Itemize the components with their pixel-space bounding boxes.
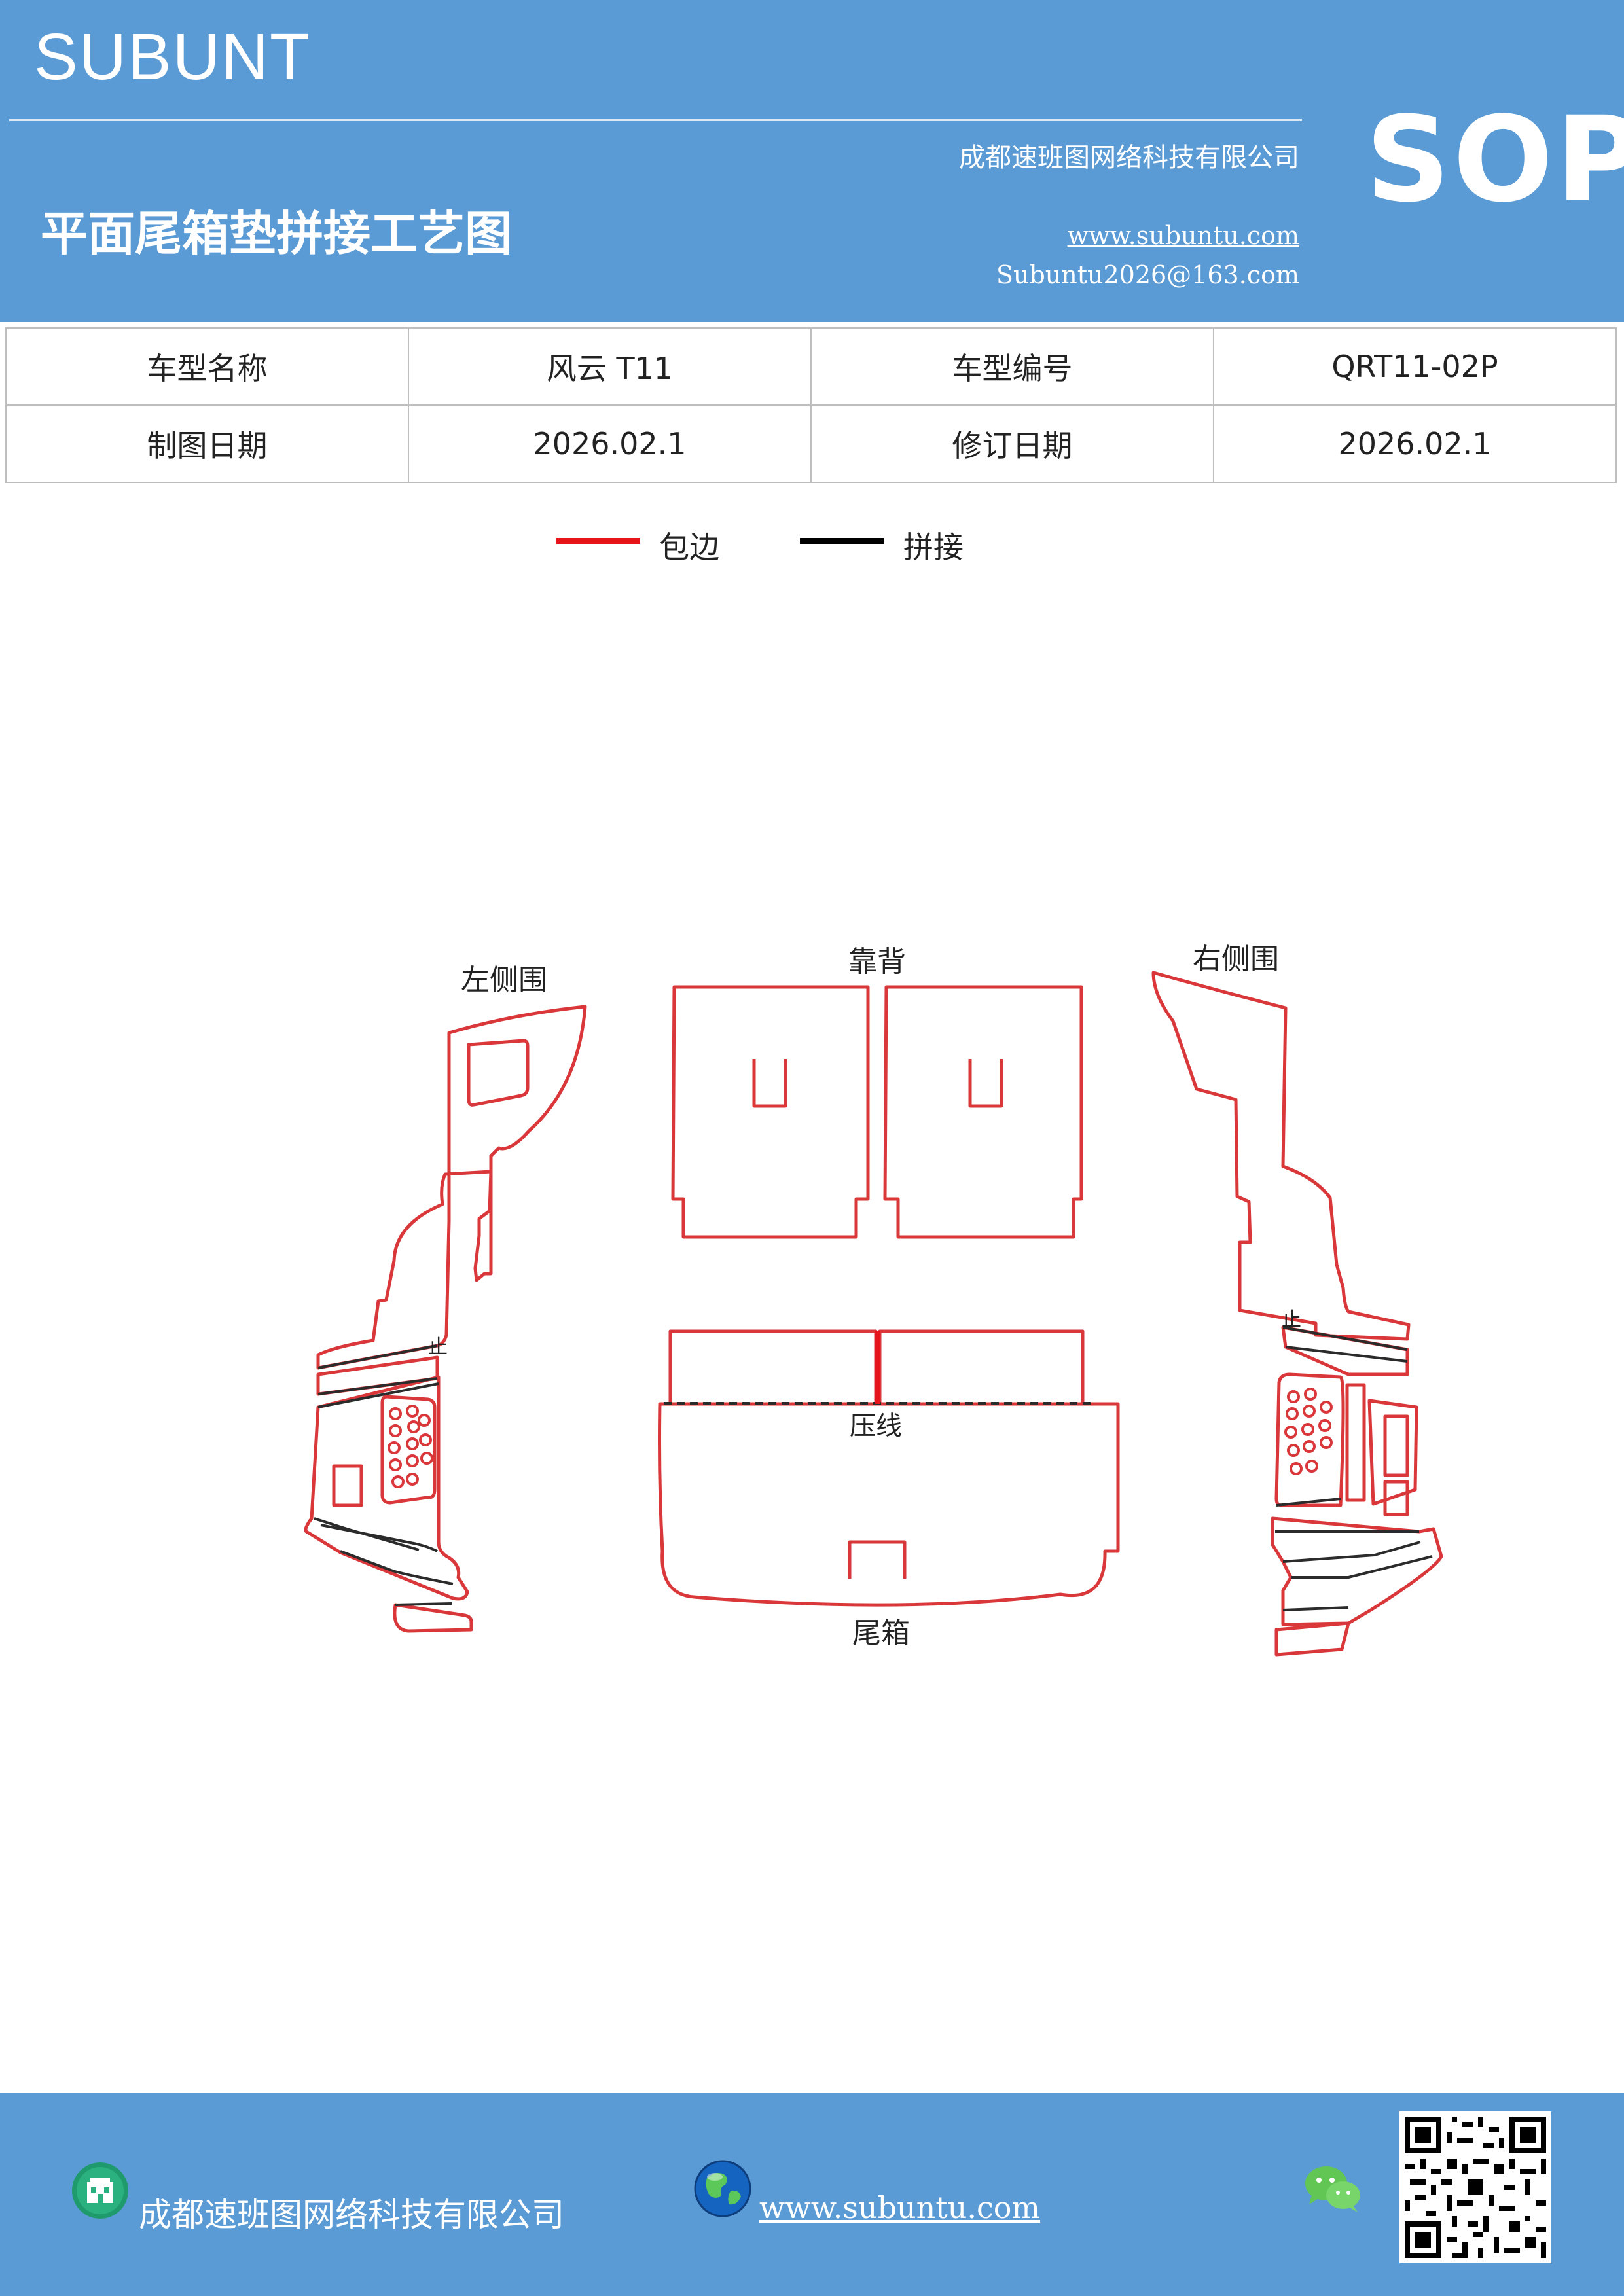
- left-side-window: [467, 1039, 530, 1107]
- left-side-lower-panel: [304, 1375, 469, 1601]
- backrest-right-panel: [883, 985, 1083, 1239]
- right-side-tail-strip: [1274, 1621, 1350, 1657]
- left-seam-1: [317, 1344, 438, 1369]
- trunk-upper-right: [878, 1329, 1085, 1404]
- label-stop-right: 止: [1282, 1308, 1301, 1331]
- email-address: Subuntu2026@163.com: [996, 260, 1299, 289]
- wechat-icon[interactable]: [1303, 2162, 1363, 2217]
- legend: 包边 拼接: [556, 524, 1015, 576]
- mat-layout-diagram: 左侧围 靠背 右侧围 压线 尾箱 止 止: [304, 942, 1443, 1657]
- right-side-lower-panel: [1271, 1516, 1443, 1626]
- left-seam-6: [395, 1602, 452, 1606]
- legend-swatch-seam: [800, 538, 884, 544]
- header-divider: [9, 119, 1302, 121]
- label-right-side: 右侧围: [1193, 942, 1279, 976]
- label-trunk: 尾箱: [852, 1617, 910, 1650]
- table-cell: 2026.02.1: [408, 404, 812, 483]
- label-left-side: 左侧围: [461, 963, 547, 997]
- legend-label-edge: 包边: [659, 529, 719, 565]
- table-cell: 车型编号: [810, 327, 1214, 406]
- right-side-slot-2: [1367, 1399, 1418, 1506]
- right-side-upper-panel: [1151, 971, 1411, 1341]
- backrest-right-slot: [968, 1059, 1003, 1108]
- right-seam-2: [1285, 1346, 1408, 1363]
- label-backrest: 靠背: [848, 945, 906, 978]
- left-side-rect-cutout: [332, 1464, 363, 1507]
- right-side-rect-1: [1383, 1414, 1409, 1477]
- globe-icon: [693, 2159, 753, 2221]
- left-side-upper-panel: [316, 1005, 587, 1370]
- left-seam-7: [340, 1550, 454, 1585]
- backrest-left-panel: [671, 985, 870, 1239]
- backrest-left-slot: [752, 1059, 787, 1108]
- left-seam-2: [317, 1377, 438, 1395]
- page-header: SUBUNT 成都速班图网络科技有限公司 平面尾箱垫拼接工艺图 www.subu…: [0, 0, 1624, 322]
- table-cell: 风云 T11: [408, 327, 812, 406]
- left-seam-5: [314, 1517, 420, 1551]
- right-side-seam-strip: [1281, 1325, 1409, 1376]
- left-side-hole-panel: [380, 1395, 437, 1505]
- left-side-tail-strip: [393, 1603, 473, 1633]
- table-cell: QRT11-02P: [1213, 327, 1617, 406]
- document-title: 平面尾箱垫拼接工艺图: [41, 206, 513, 261]
- trunk-upper-left: [668, 1329, 878, 1404]
- company-name: 成都速班图网络科技有限公司: [959, 143, 1299, 173]
- table-cell: 2026.02.1: [1213, 404, 1617, 483]
- sop-badge: SOP: [1365, 92, 1624, 228]
- website-link[interactable]: www.subuntu.com: [1067, 221, 1299, 250]
- table-cell: 车型名称: [5, 327, 409, 406]
- trunk-lower-panel: [658, 1402, 1120, 1607]
- table-cell: 制图日期: [5, 404, 409, 483]
- building-icon: [71, 2161, 130, 2223]
- brand-name: SUBUNT: [34, 20, 312, 94]
- page-footer: 成都速班图网络科技有限公司 www.subuntu.com: [0, 2093, 1624, 2296]
- hole-pattern-right: [1284, 1388, 1333, 1475]
- footer-website-link[interactable]: www.subuntu.com: [759, 2190, 1041, 2225]
- table-row: 制图日期 2026.02.1 修订日期 2026.02.1: [5, 404, 1617, 483]
- label-press-line: 压线: [850, 1411, 902, 1441]
- left-seam-4: [320, 1524, 438, 1552]
- vehicle-info-table: 车型名称 风云 T11 车型编号 QRT11-02P 制图日期 2026.02.…: [5, 327, 1617, 483]
- right-seam-6: [1291, 1555, 1433, 1579]
- table-cell: 修订日期: [810, 404, 1214, 483]
- left-seam-3: [317, 1382, 439, 1408]
- right-seam-7: [1282, 1606, 1349, 1611]
- trunk-slot: [848, 1540, 907, 1579]
- label-stop-left: 止: [428, 1336, 448, 1359]
- right-side-slot-1: [1345, 1383, 1366, 1502]
- qr-code-icon: [1399, 2111, 1551, 2266]
- footer-company-name: 成都速班图网络科技有限公司: [139, 2196, 564, 2234]
- right-seam-3: [1276, 1498, 1341, 1507]
- hole-pattern-left: [388, 1405, 433, 1488]
- legend-label-seam: 拼接: [903, 529, 964, 565]
- table-row: 车型名称 风云 T11 车型编号 QRT11-02P: [5, 327, 1617, 406]
- right-side-rect-2: [1383, 1480, 1409, 1516]
- right-side-hole-panel: [1274, 1372, 1345, 1507]
- right-seam-1: [1282, 1326, 1408, 1351]
- right-seam-5: [1282, 1541, 1421, 1563]
- legend-swatch-edge: [556, 538, 640, 544]
